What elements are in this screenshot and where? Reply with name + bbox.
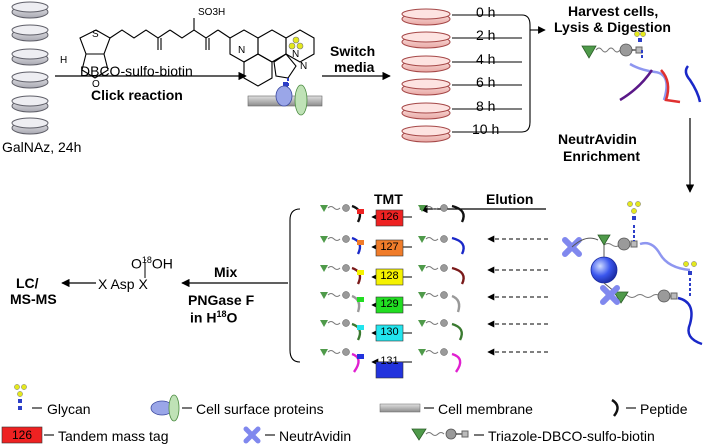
- tmt-tag-boxes: [375, 209, 404, 379]
- time-label-4h: 4 h: [476, 51, 496, 67]
- legend-neutravidin: NeutrAvidin: [279, 428, 352, 444]
- legend-cell-surface-proteins: Cell surface proteins: [196, 401, 324, 417]
- gray-dish: [11, 95, 49, 113]
- struct-n3-label: N: [300, 61, 308, 72]
- legend-tmt-box-label: 126: [11, 428, 33, 442]
- cell-membrane-with-protein: [247, 84, 323, 116]
- timecourse-lines: [452, 14, 546, 133]
- harvest-line-2: Lysis & Digestion: [554, 19, 671, 35]
- neutravidin-bead-complex: [562, 201, 703, 346]
- tmt-label: TMT: [374, 191, 403, 207]
- red-dish: [401, 78, 451, 96]
- red-dish: [401, 125, 451, 143]
- red-dish: [401, 31, 451, 49]
- legend-peptide: Peptide: [640, 401, 688, 417]
- tmt-channel-128: 128: [380, 270, 399, 282]
- struct-s-label: S: [92, 29, 99, 40]
- tmt-row: [320, 264, 465, 285]
- legend-graphics: [1, 384, 636, 444]
- gray-dish-stack: [11, 1, 49, 135]
- legend-tandem-mass-tag: Tandem mass tag: [58, 428, 169, 444]
- product-chain: X Asp X: [98, 276, 148, 292]
- label-switch-2: media: [334, 59, 375, 75]
- mix-bracket: [289, 208, 301, 363]
- red-dish: [401, 55, 451, 73]
- label-reaction: Click reaction: [91, 87, 183, 103]
- tmt-rows: [320, 204, 465, 373]
- struct-h-label: H: [60, 55, 68, 66]
- red-dish: [401, 8, 451, 26]
- time-label-6h: 6 h: [476, 74, 496, 90]
- harvest-line-1: Harvest cells,: [568, 3, 659, 19]
- tmt-channel-127: 127: [380, 241, 399, 253]
- time-label-8h: 8 h: [476, 98, 496, 114]
- gray-dish: [11, 117, 49, 135]
- struct-o-label: O: [92, 79, 100, 90]
- pngase-line-2: in H18O: [190, 309, 238, 326]
- enrichment-line-1: NeutrAvidin: [558, 131, 637, 147]
- gray-dish: [11, 24, 49, 42]
- gray-dish: [11, 71, 49, 89]
- label-switch-1: Switch: [330, 43, 376, 59]
- pngase-line-1: PNGase F: [188, 292, 255, 308]
- legend-cell-membrane: Cell membrane: [438, 401, 533, 417]
- tmt-channel-130: 130: [380, 326, 399, 338]
- struct-n2-label: N: [292, 49, 300, 60]
- dbco-sulfo-biotin-structure: [79, 18, 315, 92]
- gray-dish: [11, 48, 49, 66]
- time-label-10h: 10 h: [472, 121, 500, 137]
- red-dish-stack: [401, 8, 451, 143]
- time-label-0h: 0 h: [476, 4, 496, 20]
- struct-n-label: N: [238, 45, 246, 56]
- tmt-channel-131: 131: [380, 355, 399, 367]
- product-carboxyl: O18OH: [131, 255, 173, 272]
- mix-label: Mix: [214, 264, 238, 280]
- label-start: GalNAz, 24h: [2, 139, 82, 155]
- red-dish: [401, 102, 451, 120]
- label-reagent: DBCO-sulfo-biotin: [80, 63, 193, 79]
- dashed-arrows: [487, 235, 548, 356]
- tmt-channel-126: 126: [380, 211, 399, 223]
- digested-peptides: [581, 31, 702, 104]
- tmt-row: [320, 204, 465, 223]
- tmt-channel-129: 129: [380, 298, 399, 310]
- struct-so3h-label: SO3H: [198, 7, 226, 18]
- legend-glycan: Glycan: [47, 401, 91, 417]
- elution-label: Elution: [486, 191, 534, 207]
- lcms-line-2: MS-MS: [10, 291, 57, 307]
- enrichment-line-2: Enrichment: [563, 148, 641, 164]
- legend-triazole: Triazole-DBCO-sulfo-biotin: [488, 428, 655, 444]
- tmt-row: [320, 348, 462, 373]
- glycan-icon: [283, 36, 304, 87]
- lcms-line-1: LC/: [16, 275, 39, 291]
- time-label-2h: 2 h: [476, 27, 496, 43]
- gray-dish: [11, 1, 49, 19]
